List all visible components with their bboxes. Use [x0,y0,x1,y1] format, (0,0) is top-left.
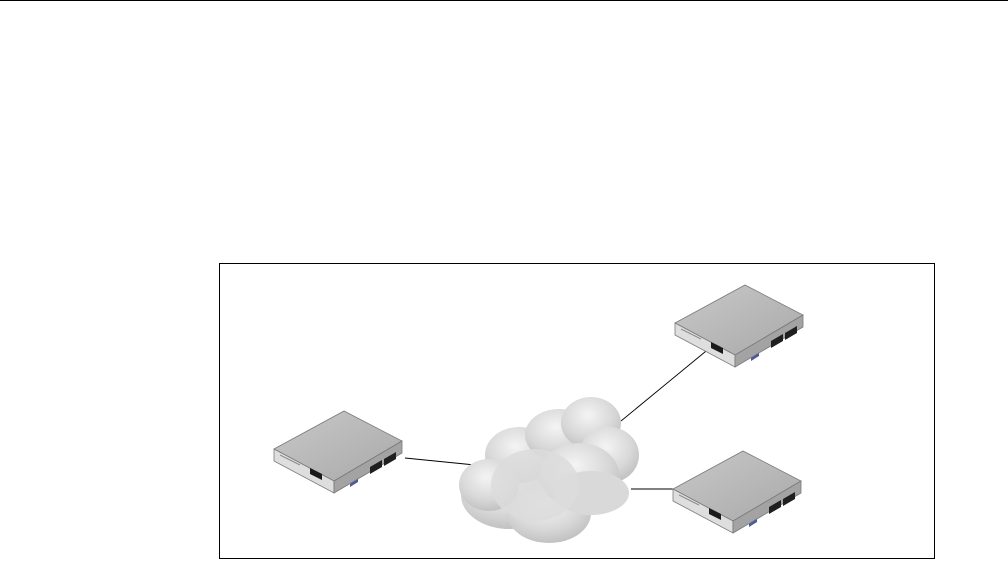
appliance-left-icon [274,411,402,493]
link-left-to-cloud [405,458,475,465]
appliance-top-right-icon [675,285,803,367]
network-diagram [219,263,935,559]
cloud-icon [459,397,639,543]
appliance-bottom-right-icon [673,451,801,533]
page-top-rule [0,0,1008,1]
link-cloud-to-top-right [621,347,711,421]
